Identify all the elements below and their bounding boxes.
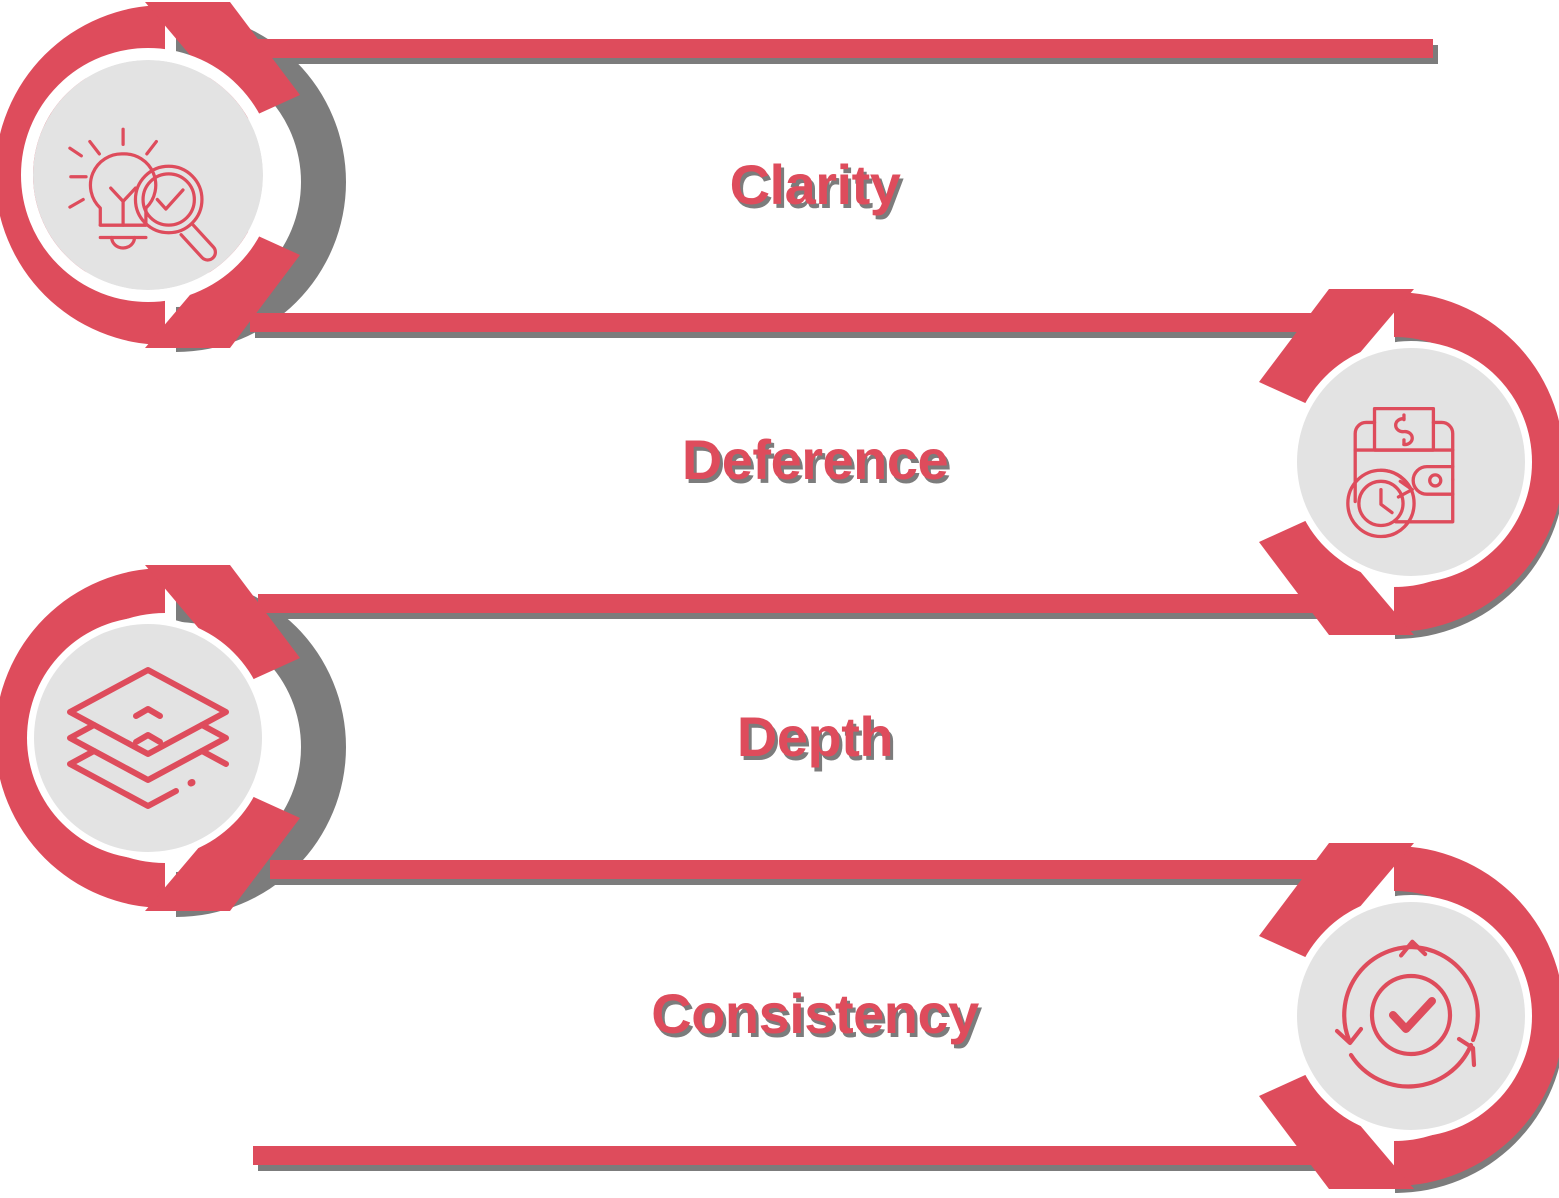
ring-clarity-shadow	[176, 12, 346, 352]
ring-depth-arrow-top	[145, 565, 300, 683]
label-depth: Depth	[736, 705, 894, 768]
ring-consistency-arc	[1394, 846, 1559, 1186]
ring-deference-arrow-bottom	[1259, 517, 1414, 635]
node-clarity[interactable]	[0, 2, 300, 348]
ring-clarity-arc	[0, 5, 165, 345]
ring-depth-arrow-bottom	[145, 793, 300, 911]
node-depth[interactable]	[0, 565, 300, 911]
node-consistency[interactable]	[1259, 843, 1559, 1189]
connector-fourth	[270, 860, 1350, 879]
ring-clarity-arrow-top	[145, 2, 300, 120]
ring-consistency-arrow-top	[1259, 843, 1414, 961]
ring-clarity-gap	[21, 48, 275, 302]
ring-clarity-arrow-bottom	[145, 230, 300, 348]
node-deference[interactable]	[1259, 289, 1559, 635]
connector-second	[250, 313, 1340, 332]
ring-consistency-arrow-bottom	[1259, 1071, 1414, 1189]
label-clarity: Clarity	[729, 153, 901, 216]
ring-depth-arc	[0, 568, 165, 908]
ring-consistency-inner-disc	[1297, 902, 1525, 1130]
connector-top	[215, 39, 1433, 58]
label-deference: Deference	[681, 428, 949, 491]
connector-third	[258, 594, 1343, 613]
ring-deference-inner-disc	[1297, 348, 1525, 576]
label-consistency: Consistency	[651, 982, 979, 1045]
ring-depth-shadow	[176, 577, 346, 917]
connector-lines	[215, 39, 1433, 1165]
connector-bottom	[253, 1146, 1353, 1165]
ring-deference-arrow-top	[1259, 289, 1414, 407]
ring-deference-arc	[1394, 292, 1559, 632]
